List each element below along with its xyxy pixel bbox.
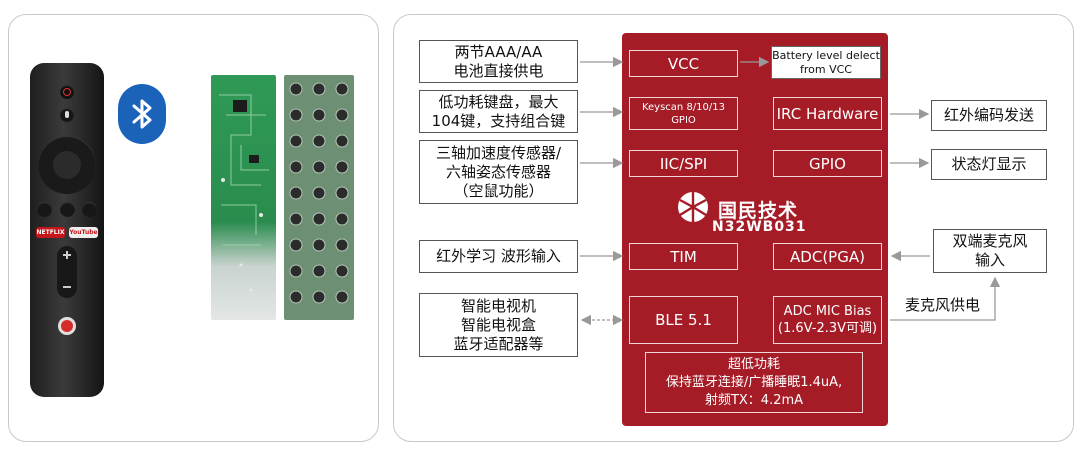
- power-button-icon: [60, 85, 74, 99]
- remote-control-image: NETFLIX YouTube: [30, 63, 104, 397]
- block-gpio: GPIO: [773, 150, 882, 177]
- netflix-button: NETFLIX: [36, 227, 65, 238]
- pcb-front-image: [211, 75, 276, 320]
- brand-logo-icon: [676, 190, 710, 228]
- feature-box-devices: 智能电视机 智能电视盒 蓝牙适配器等: [419, 293, 578, 357]
- feature-box-ir-encode: 红外编码发送: [931, 100, 1047, 131]
- mic-power-label: 麦克风供电: [905, 296, 981, 314]
- chip-model: N32WB031: [712, 219, 807, 235]
- block-irc-hardware: IRC Hardware: [773, 97, 882, 130]
- chip-brand: 国民技术: [676, 190, 798, 228]
- block-iic-spi: IIC/SPI: [629, 150, 738, 177]
- arrow-bias-mic: [890, 276, 1001, 321]
- feature-box-ir-learn: 红外学习 波形输入: [419, 240, 578, 273]
- pcb-back-image: [284, 75, 354, 320]
- volume-rocker-icon: [57, 246, 77, 298]
- mic-button-icon: [60, 108, 74, 122]
- feature-box-keyboard: 低功耗键盘，最大 104键，支持组合键: [419, 90, 578, 133]
- block-low-power: 超低功耗 保持蓝牙连接/广播睡眠1.4uA, 射频TX：4.2mA: [645, 352, 863, 413]
- app-button-icon: [58, 317, 76, 335]
- block-ble: BLE 5.1: [629, 296, 738, 344]
- block-adc-mic-bias: ADC MIC Bias (1.6V-2.3V可调): [773, 296, 882, 344]
- back-button-icon: [82, 202, 97, 217]
- block-tim: TIM: [629, 243, 738, 270]
- block-keyscan: Keyscan 8/10/13 GPIO: [629, 97, 738, 130]
- assistant-button-icon: [60, 202, 75, 217]
- feature-box-sensor: 三轴加速度传感器/ 六轴姿态传感器 （空鼠功能）: [419, 140, 578, 204]
- battery-detect-box: Battery level delect from VCC: [771, 46, 881, 79]
- n32wb031-chip-block: [622, 33, 888, 426]
- dpad-icon: [38, 136, 96, 194]
- youtube-button: YouTube: [69, 227, 98, 238]
- home-button-icon: [37, 202, 52, 217]
- block-adc-pga: ADC(PGA): [773, 243, 882, 270]
- block-vcc: VCC: [629, 50, 738, 77]
- bluetooth-icon: [118, 84, 166, 144]
- feature-box-status-led: 状态灯显示: [931, 149, 1047, 180]
- feature-box-dual-mic: 双端麦克风 输入: [933, 229, 1047, 273]
- brand-name: 国民技术: [718, 199, 799, 222]
- feature-box-power: 两节AAA/AA 电池直接供电: [419, 40, 578, 83]
